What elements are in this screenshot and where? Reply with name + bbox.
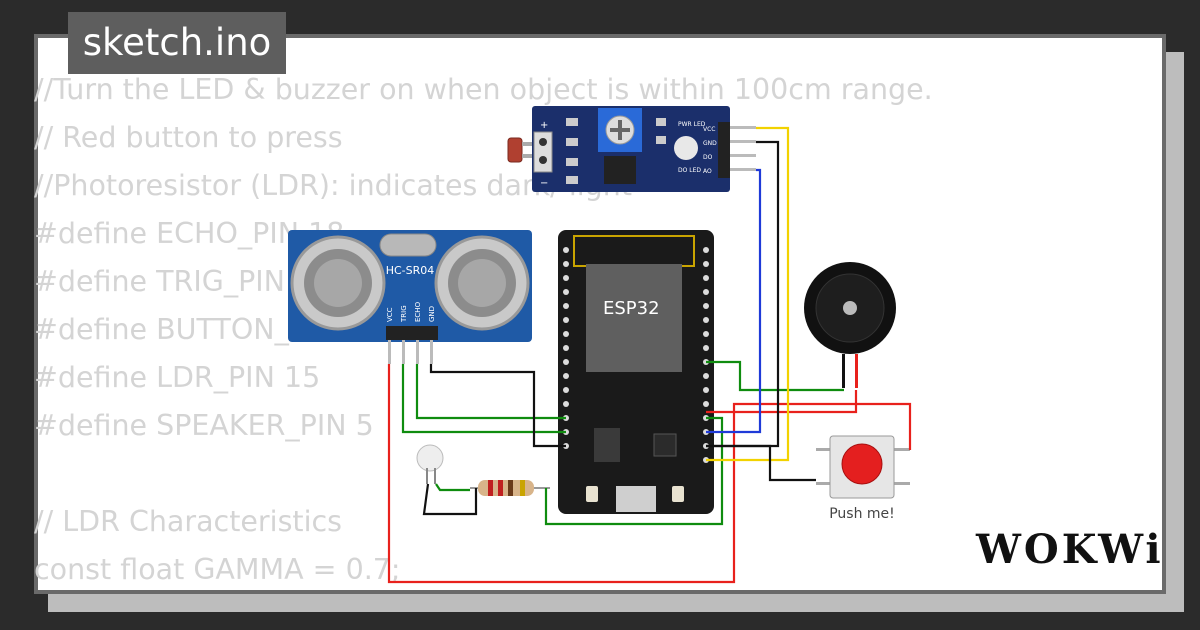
resistor[interactable]: [470, 480, 550, 496]
esp32-label: ESP32: [603, 298, 660, 319]
pin-label-vcc: VCC: [386, 307, 394, 322]
wire-echo-green: [415, 364, 566, 420]
code-line: // LDR Characteristics: [34, 505, 343, 538]
pin-label-echo: ECHO: [414, 301, 422, 322]
wire-vcc-red: [387, 364, 912, 584]
code-line: #define SPEAKER_PIN 5: [34, 409, 374, 442]
wire-resistor-green: [544, 416, 724, 526]
push-button[interactable]: Push me!: [816, 435, 910, 522]
ultrasonic-label: HC-SR04: [386, 264, 435, 277]
code-line: //Turn the LED & buzzer on when object i…: [34, 73, 933, 106]
wires: [387, 126, 912, 584]
code-line: const float GAMMA = 0.7;: [34, 553, 401, 586]
wire-trig-green: [401, 364, 566, 434]
code-line: #define TRIG_PIN 5: [34, 265, 313, 298]
code-line: // Red button to press: [34, 121, 343, 154]
wire-buzzer-red: [706, 390, 858, 414]
do-led-label: DO LED: [678, 167, 701, 174]
ldr-pin-gnd: GND: [703, 140, 717, 147]
ldr-minus-label: −: [540, 178, 548, 189]
led[interactable]: [416, 444, 444, 484]
ldr-pin-vcc: VCC: [703, 126, 715, 133]
wire-button-black: [706, 444, 816, 482]
project-title[interactable]: sketch.ino: [68, 12, 286, 74]
esp32-board[interactable]: ESP32: [558, 230, 714, 514]
ldr-pin-do: DO: [703, 154, 713, 161]
buzzer[interactable]: [804, 262, 896, 388]
wire-gnd-black: [429, 364, 566, 448]
ldr-plus-label: +: [540, 120, 548, 131]
wire-led-green: [435, 483, 470, 492]
code-preview: //Turn the LED & buzzer on when object i…: [34, 66, 933, 594]
button-label: Push me!: [829, 506, 895, 522]
wire-ldr-blue: [706, 168, 762, 434]
wire-buzzer-green: [706, 360, 844, 392]
ldr-module[interactable]: + − PWR LED DO LED VCC GND DO AO: [507, 106, 756, 192]
wire-ldr-yellow: [706, 126, 790, 462]
pin-label-gnd: GND: [428, 306, 436, 322]
pwr-led-label: PWR LED: [678, 121, 706, 128]
pin-label-trig: TRIG: [400, 305, 408, 323]
code-line: #define LDR_PIN 15: [34, 361, 321, 394]
code-line: //Photoresistor (LDR): indicates dark/ l…: [34, 169, 632, 202]
wokwi-logo: WOKWi: [976, 526, 1164, 573]
ultrasonic-sensor[interactable]: HC-SR04 VCC TRIG ECHO GND: [288, 230, 532, 364]
wire-led-black: [422, 483, 478, 516]
ldr-pin-ao: AO: [703, 168, 712, 175]
